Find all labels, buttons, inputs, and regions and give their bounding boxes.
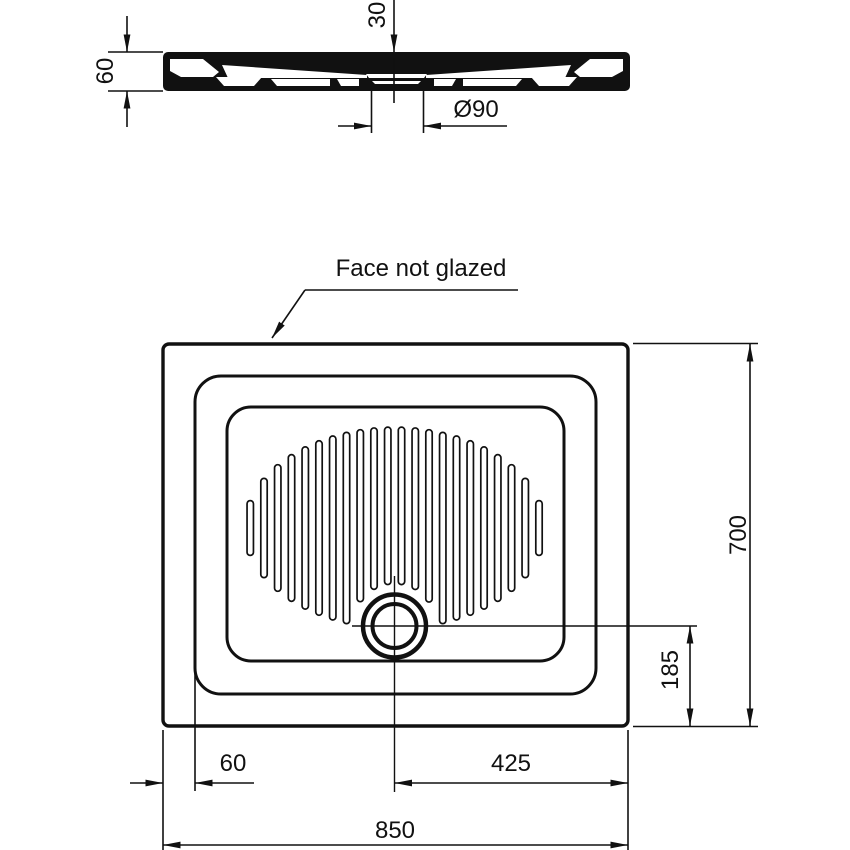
dim-section-height: 60 — [92, 16, 163, 127]
dim-label-rim-width: 60 — [220, 750, 247, 777]
dim-drain-diameter: Ø90 — [338, 91, 507, 133]
rib — [246, 499, 255, 557]
dim-label-overall-depth: 700 — [725, 515, 752, 555]
dim-overall-depth: 700 — [633, 342, 758, 728]
rib — [328, 435, 337, 621]
rib — [314, 439, 324, 617]
rib — [452, 435, 461, 621]
rib — [479, 446, 489, 610]
drain-outlet — [360, 592, 429, 660]
dim-label-drain-from-bottom: 185 — [657, 650, 684, 690]
tray-basin-edge — [225, 405, 566, 663]
profile-cutout-left-slope — [222, 65, 367, 78]
leader-arrow — [271, 289, 306, 339]
rib — [493, 453, 502, 603]
rib — [356, 428, 365, 603]
profile-foot-gap — [434, 79, 456, 86]
profile-foot-gap — [216, 77, 262, 86]
callout-label: Face not glazed — [336, 255, 507, 282]
tray-profile — [163, 52, 630, 91]
dim-label-inner-depth: 30 — [364, 2, 391, 29]
dim-label-section-height: 60 — [92, 58, 119, 85]
rib — [369, 427, 379, 591]
profile-drain-recess — [372, 81, 421, 84]
drain-inner-ring — [370, 602, 419, 650]
tray-rim-edge — [193, 374, 598, 696]
profile-cutout-right-rim — [574, 59, 623, 77]
dim-overall-width: 850 — [163, 817, 628, 849]
dim-label-overall-width: 850 — [375, 817, 415, 844]
dim-label-drain-diameter: Ø90 — [453, 96, 498, 123]
drain-outer-ring — [360, 592, 429, 660]
profile-foot-gap — [463, 79, 522, 86]
rib — [534, 499, 544, 557]
rib — [397, 426, 406, 586]
plan-view: Face not glazed 700 185 60 4 — [130, 255, 758, 850]
rib — [466, 439, 475, 617]
dim-label-drain-from-right: 425 — [491, 750, 531, 777]
rib — [273, 463, 282, 593]
profile-foot-gap — [271, 79, 330, 86]
profile-cutout-right-slope — [426, 65, 571, 78]
profile-drain-recess — [366, 74, 427, 78]
rib — [424, 428, 434, 603]
rib — [259, 477, 269, 579]
dim-rim-width: 60 — [130, 750, 254, 787]
rib — [383, 426, 392, 586]
dim-inner-depth: 30 — [364, 0, 398, 103]
tray-outer-edge — [161, 342, 630, 728]
dim-drain-from-bottom: 185 — [657, 626, 694, 726]
rib — [287, 453, 296, 603]
rib — [411, 427, 420, 591]
dim-drain-from-right: 425 — [394, 750, 628, 787]
profile-cutout-left-rim — [170, 59, 219, 77]
rib — [301, 446, 310, 610]
section-view: 60 30 Ø90 — [92, 0, 630, 133]
rib — [521, 477, 530, 579]
rib — [507, 463, 516, 593]
callout-face-not-glazed: Face not glazed — [271, 255, 518, 339]
profile-foot-gap — [337, 79, 359, 86]
rib — [438, 431, 447, 625]
rib-pattern — [246, 426, 544, 625]
rib — [342, 431, 351, 625]
profile-foot-gap — [531, 77, 577, 86]
